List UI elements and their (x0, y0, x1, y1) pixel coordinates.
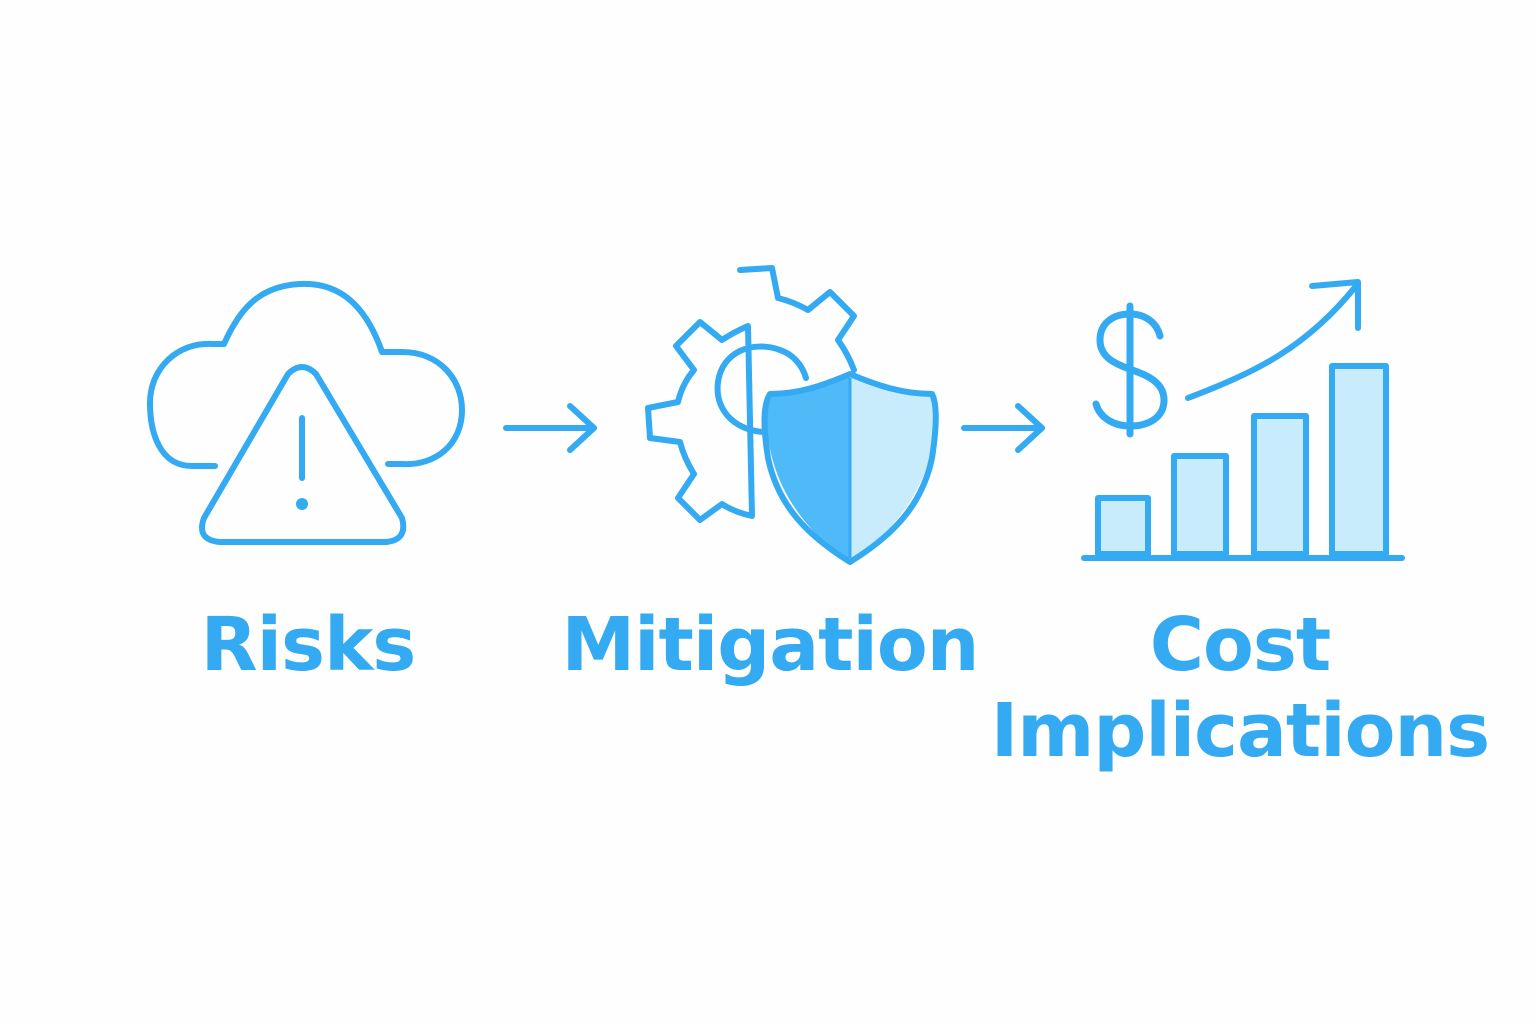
dollar-icon (1092, 302, 1168, 438)
bar-4 (1329, 363, 1389, 557)
bar-2 (1171, 453, 1229, 557)
label-risks: Risks (200, 602, 417, 688)
bar-3 (1251, 413, 1309, 557)
cloud-warning-icon (147, 280, 465, 545)
label-cost-line-2: Implications (990, 688, 1490, 774)
gear-shield-icon (645, 265, 939, 565)
bar-1 (1095, 495, 1151, 557)
label-mitigation: Mitigation (561, 602, 980, 688)
trend-arrow-icon (1185, 279, 1361, 401)
label-cost-line-1: Cost (1149, 602, 1332, 688)
arrow-right-icon (503, 403, 597, 453)
arrow-right-icon (961, 403, 1045, 453)
label-cost-implications: Cost Implications (990, 602, 1490, 774)
dollar-growth-chart-icon (1081, 279, 1405, 561)
